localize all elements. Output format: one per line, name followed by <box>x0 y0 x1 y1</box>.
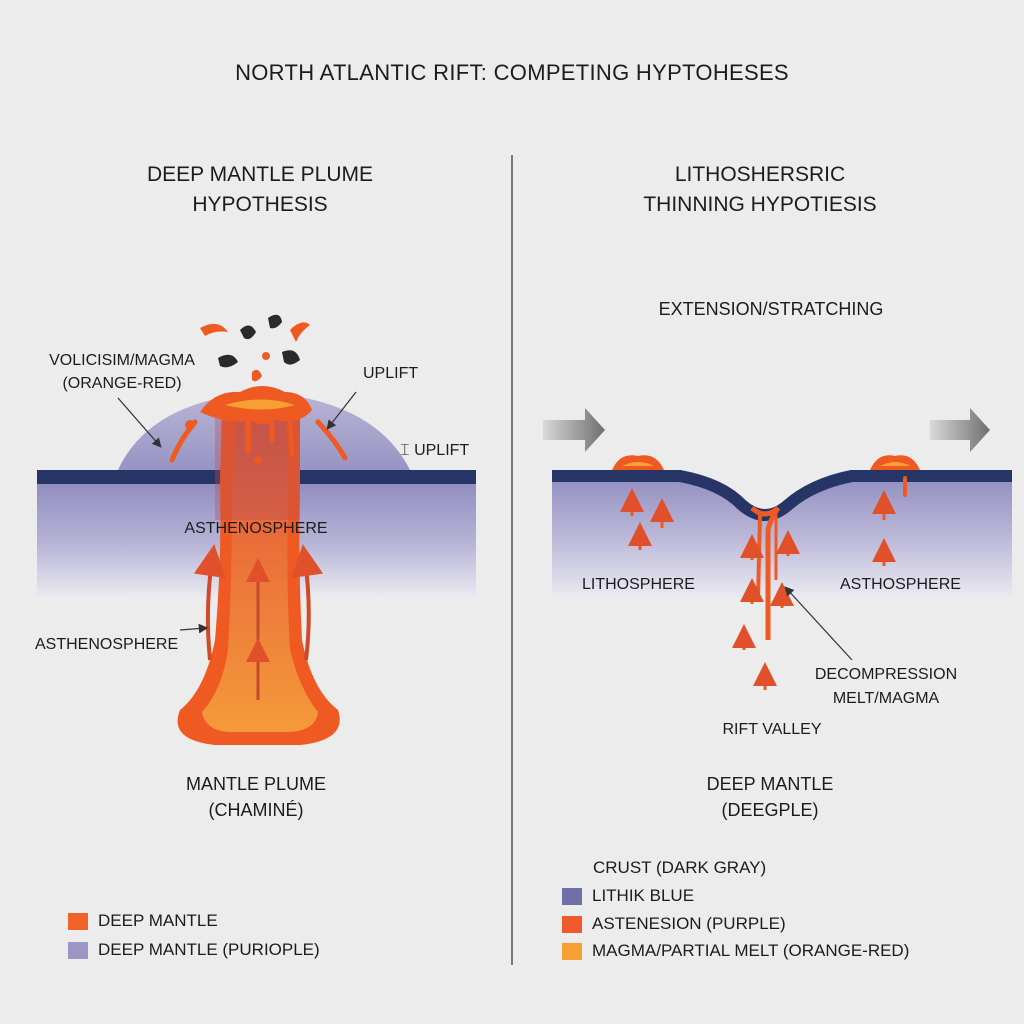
splatter <box>200 323 228 336</box>
extension-arrow-right <box>930 408 990 452</box>
deep-mantle-label-line-1: DEEP MANTLE <box>706 774 834 794</box>
splatter <box>240 325 256 340</box>
decompression-label-line-2: MELT/MAGMA <box>832 690 940 707</box>
left-diagram <box>37 314 476 745</box>
rift-valley-label: RIFT VALLEY <box>722 721 822 738</box>
right-diagram <box>543 408 1012 690</box>
uplift-label: UPLIFT <box>363 365 419 382</box>
legend-swatch <box>68 941 88 959</box>
right-legend-item: LITHIK BLUE <box>562 886 694 906</box>
uplift-right-label-text: UPLIFT <box>414 442 470 459</box>
legend-swatch <box>562 887 582 905</box>
legend-swatch <box>562 942 582 960</box>
left-panel-title-line-2: HYPOTHESIS <box>192 193 328 216</box>
right-legend-header: CRUST (DARK GRAY) <box>593 858 767 877</box>
asthenosphere-outer-label: ASTHENOSPHERE <box>35 636 179 653</box>
left-legend-item: DEEP MANTLE <box>68 911 218 931</box>
volcanism-label-line-2: (ORANGE-RED) <box>62 375 182 392</box>
left-legend-item: DEEP MANTLE (PURIOPLE) <box>68 940 320 960</box>
legend-swatch <box>562 915 582 933</box>
extension-arrow-left <box>543 408 605 452</box>
uplift-right-label: ⌶ UPLIFT <box>400 440 469 462</box>
legend-swatch <box>68 912 88 930</box>
asthosphere-label: ASTHOSPHERE <box>840 576 961 593</box>
plume-label-line-1: MANTLE PLUME <box>185 774 327 794</box>
right-panel-title-line-2: THINNING HYPOTIESIS <box>643 193 877 216</box>
legend-label: DEEP MANTLE <box>98 911 218 930</box>
splatter <box>218 354 238 368</box>
legend-label: ASTENESION (PURPLE) <box>592 914 786 933</box>
volcanism-label-line-1: VOLICISIM/MAGMA <box>49 352 195 369</box>
uplift-marker-icon: ⌶ <box>400 442 410 459</box>
legend-label: MAGMA/PARTIAL MELT (ORANGE-RED) <box>592 941 910 960</box>
left-panel-title-line-1: DEEP MANTLE PLUME <box>146 163 374 186</box>
splatter <box>282 350 300 365</box>
page-title: NORTH ATLANTIC RIFT: COMPETING HYPTOHESE… <box>235 60 789 85</box>
splatter <box>290 322 310 342</box>
extension-label: EXTENSION/STRATCHING <box>658 299 884 319</box>
splatter <box>252 369 262 382</box>
right-legend-item: MAGMA/PARTIAL MELT (ORANGE-RED) <box>562 941 909 961</box>
right-panel-title-line-1: LITHOSHERSRIC <box>674 163 846 186</box>
plume-conduit <box>215 410 300 520</box>
deep-mantle-label-line-2: (DEEGPLE) <box>721 800 819 820</box>
lithosphere-label: LITHOSPHERE <box>582 576 695 593</box>
right-legend-item: ASTENESION (PURPLE) <box>562 914 786 934</box>
legend-label: DEEP MANTLE (PURIOPLE) <box>98 940 320 959</box>
decompression-label-line-1: DECOMPRESSION <box>814 666 958 683</box>
legend-label: LITHIK BLUE <box>592 886 695 905</box>
plume-label-line-2: (CHAMINÉ) <box>208 800 304 820</box>
asthenosphere-inner-label: ASTHENOSPHERE <box>184 520 328 537</box>
splatter <box>268 314 282 329</box>
rift-dike <box>750 506 781 640</box>
